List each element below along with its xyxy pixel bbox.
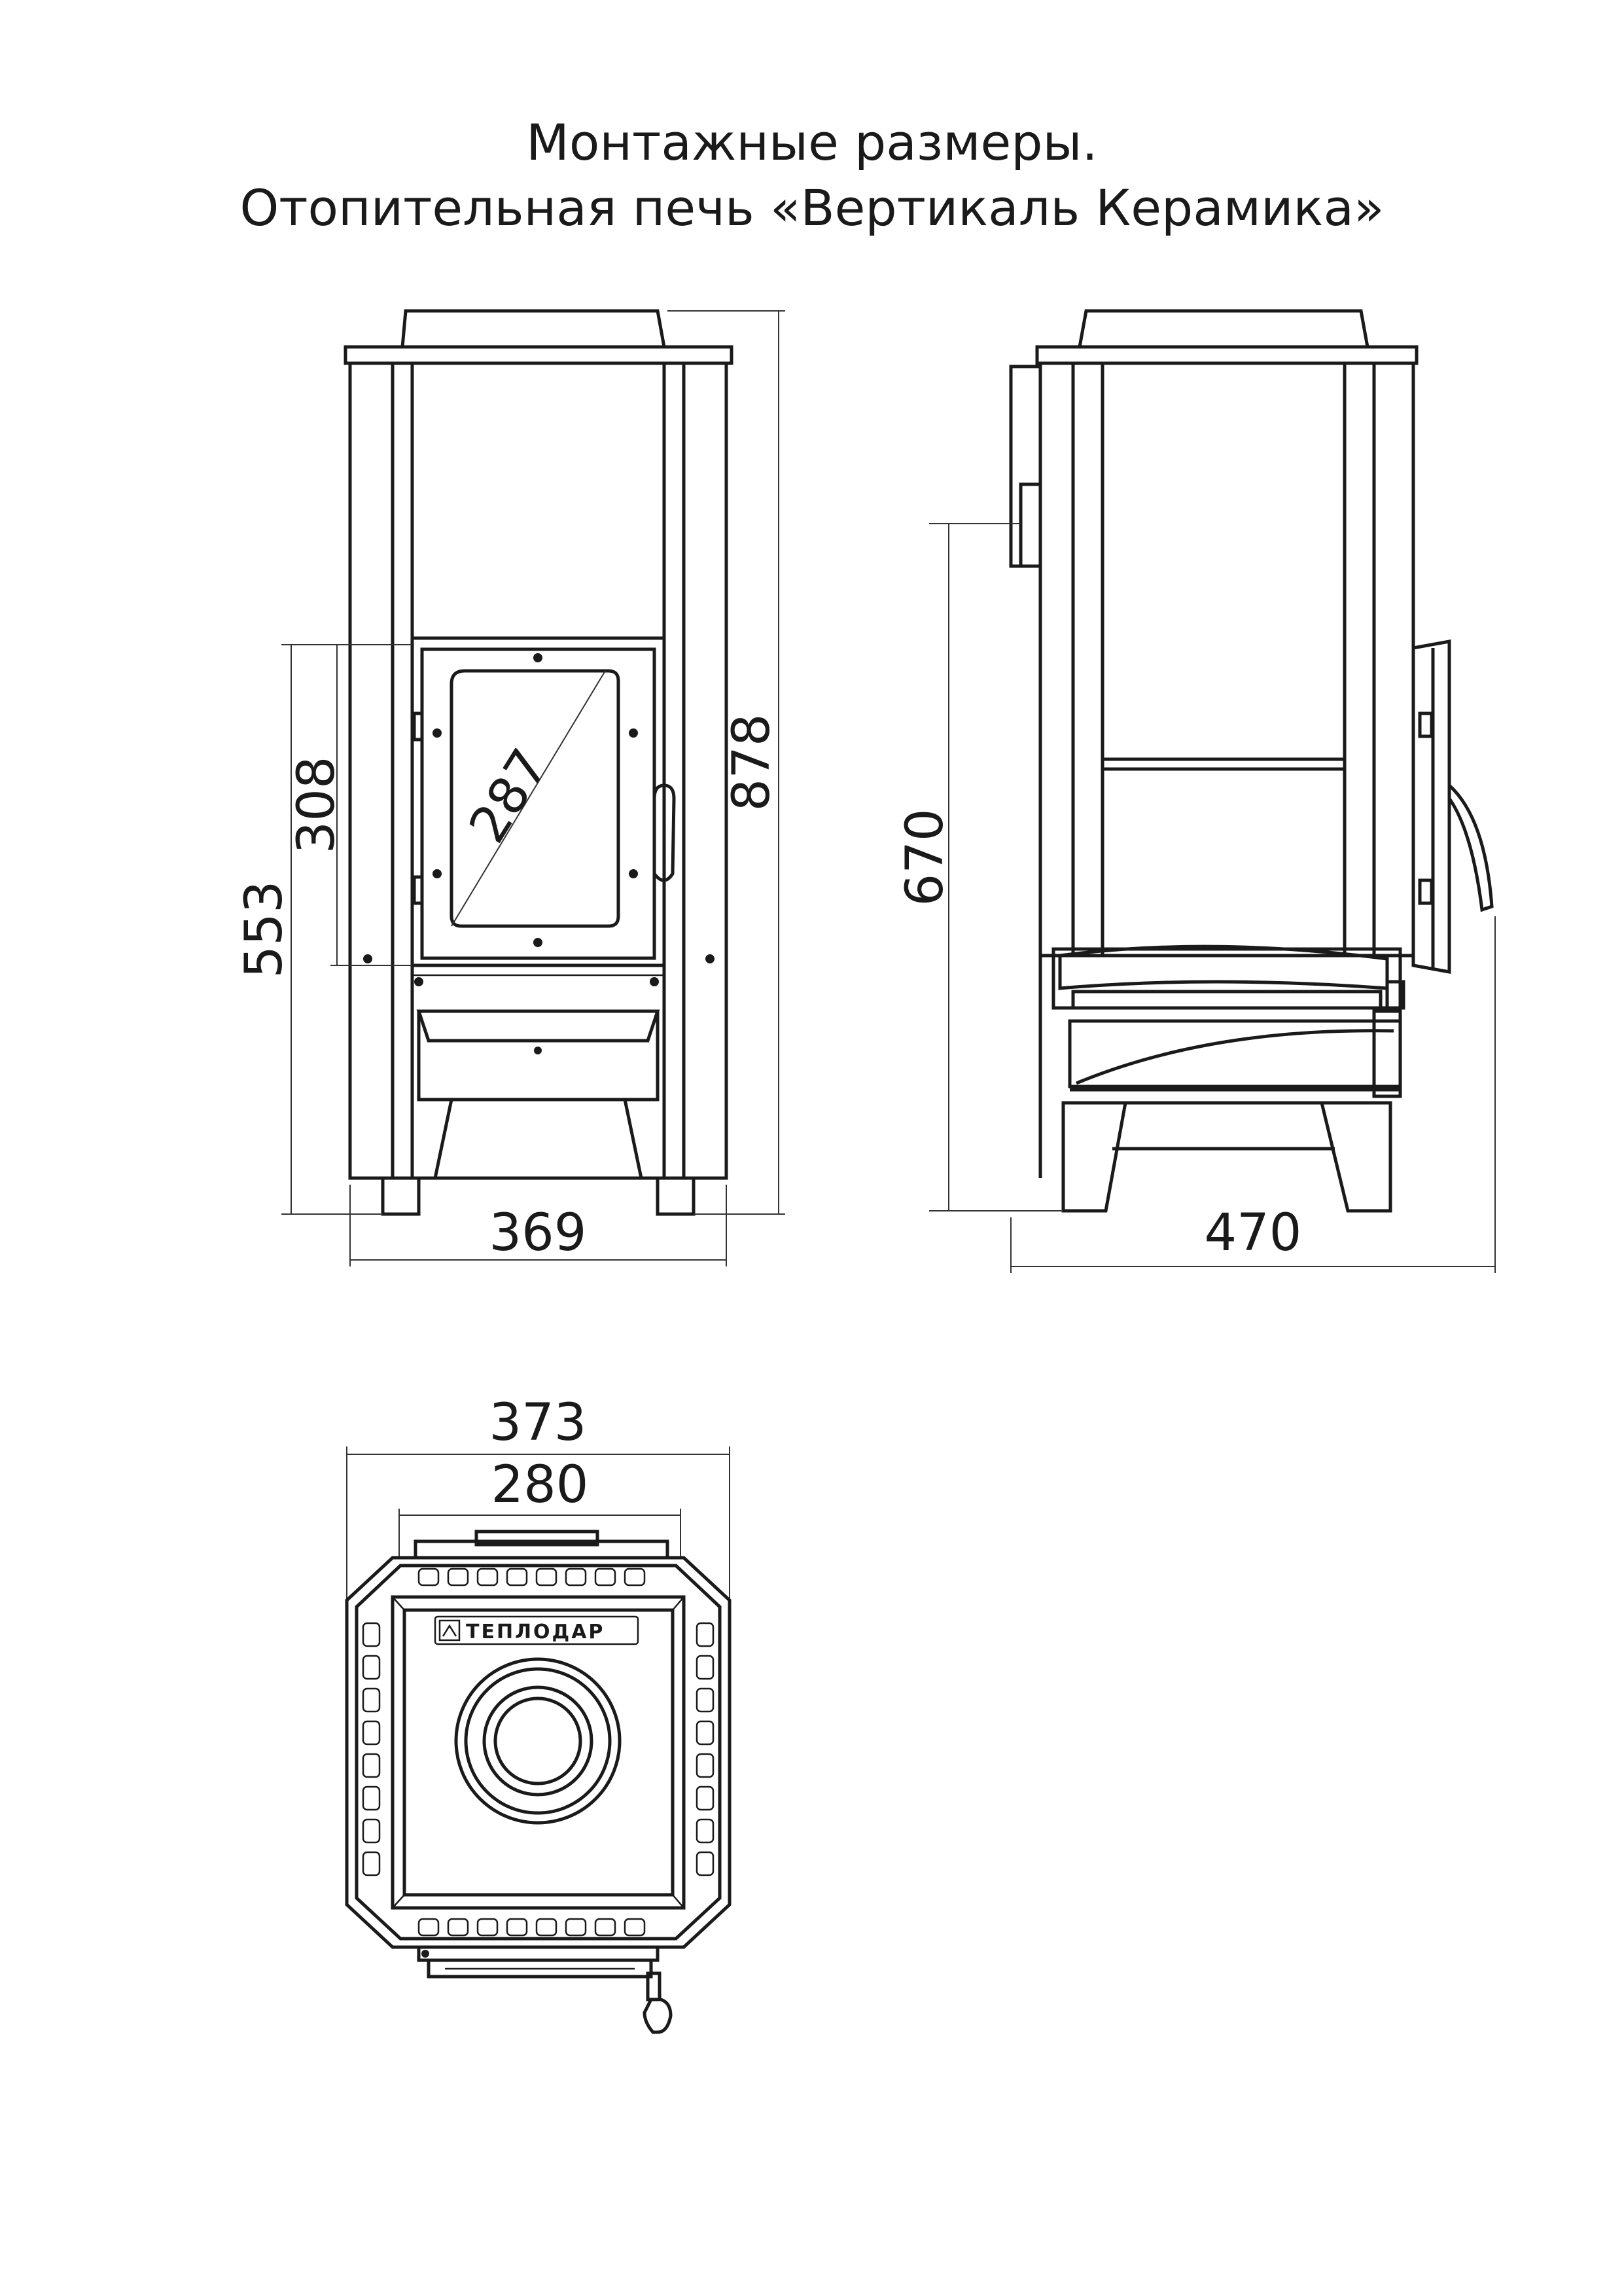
front-left-leg	[419, 1098, 454, 1180]
title-line-2: Отопительная печь «Вертикаль Керамика»	[239, 179, 1385, 237]
door-glass	[450, 669, 620, 928]
dim-front-height: 878	[722, 714, 781, 812]
front-view: 287	[235, 309, 785, 1266]
side-door	[1411, 639, 1451, 974]
front-top-plate	[344, 345, 733, 365]
dim-door-bottom: 553	[235, 881, 294, 978]
brand-logo: ТЕПЛОДАР	[434, 1615, 639, 1645]
side-front-leg	[1061, 1101, 1127, 1213]
top-view: 373 280	[345, 1393, 732, 2034]
dim-top-outer: 373	[489, 1393, 587, 1452]
dim-top-inner: 280	[491, 1456, 589, 1515]
side-door-handle[interactable]	[1447, 781, 1494, 912]
side-back-leg	[1319, 1101, 1392, 1213]
top-door-edge	[417, 1945, 660, 1962]
ash-box	[417, 1009, 660, 1102]
front-right-leg	[622, 1098, 658, 1180]
door-handle[interactable]	[652, 783, 676, 882]
dim-front-width: 369	[489, 1204, 587, 1263]
top-tiles-left	[362, 1622, 381, 1876]
front-top-cap	[400, 309, 666, 349]
side-top-plate	[1035, 345, 1419, 365]
brand-logo-text: ТЕПЛОДАР	[466, 1621, 605, 1643]
side-body	[1038, 361, 1415, 958]
dim-flue-height: 670	[896, 809, 955, 906]
flue-outlet	[1009, 365, 1042, 568]
top-outer-frame	[345, 1556, 732, 1949]
door-hinge-bottom	[412, 875, 424, 905]
top-tiles-lower	[417, 1918, 646, 1937]
front-left-foot	[381, 1176, 421, 1216]
dim-door-height: 308	[287, 757, 346, 854]
glass-diagonal-line	[451, 670, 606, 927]
side-top-cap	[1078, 309, 1369, 349]
title-line-1: Монтажные размеры.	[526, 113, 1098, 171]
top-plate	[391, 1595, 686, 1910]
top-tiles-upper	[417, 1568, 646, 1587]
door-hinge-top	[412, 711, 424, 742]
dim-glass-diagonal: 287	[458, 739, 559, 853]
top-tiles-right	[696, 1622, 715, 1876]
hotplate-outer-ring	[454, 1657, 622, 1825]
front-right-foot	[656, 1176, 696, 1216]
dim-side-depth: 470	[1205, 1204, 1302, 1263]
top-door-handle[interactable]	[643, 1998, 673, 2034]
brand-logo-icon	[438, 1619, 461, 1641]
side-firebox-base	[1051, 947, 1402, 1010]
side-view: 470 670	[896, 309, 1496, 1273]
door-frame	[410, 636, 666, 967]
hotplate-inner-ring	[482, 1685, 593, 1797]
ash-drawer[interactable]	[416, 1009, 660, 1043]
front-body	[348, 361, 728, 1180]
